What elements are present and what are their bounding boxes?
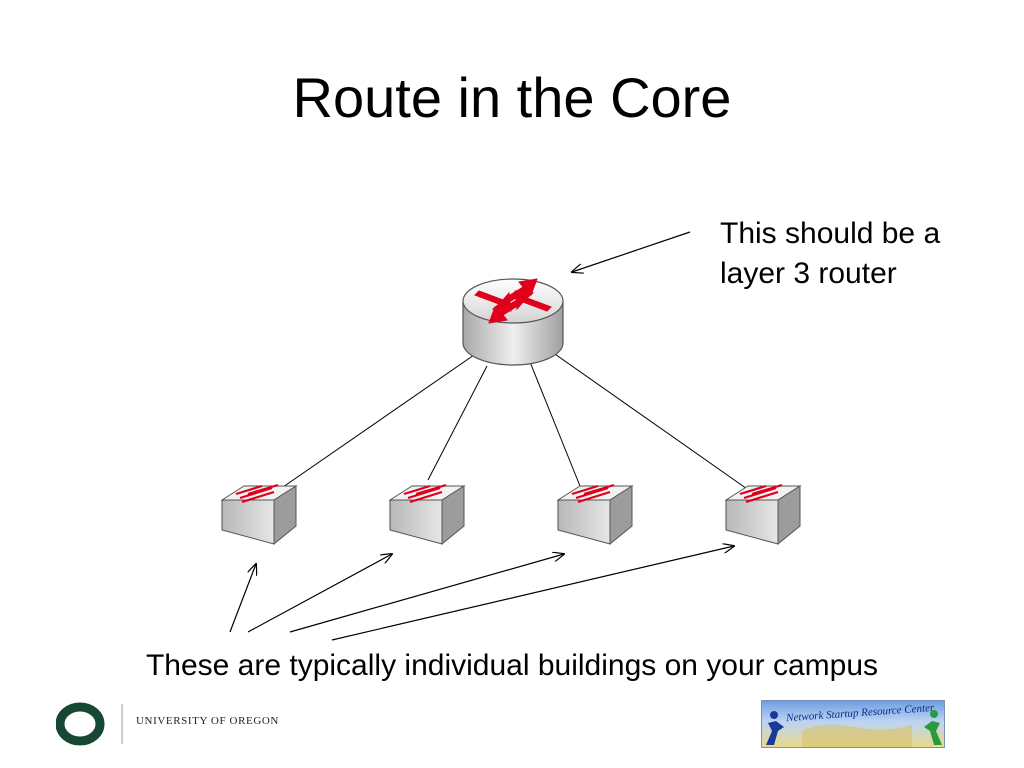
link-switch-4	[551, 351, 751, 492]
slide-title: Route in the Core	[292, 66, 732, 129]
links	[269, 351, 751, 497]
switch-2	[388, 483, 466, 546]
switch-1	[220, 483, 298, 546]
buildings-caption: These are typically individual buildings…	[145, 649, 879, 682]
caption-arrow-4	[331, 546, 734, 641]
nsrc-logo: Network Startup Resource Center	[761, 700, 945, 748]
switch-arrows-icon	[235, 483, 279, 504]
uo-logo	[56, 702, 123, 746]
link-switch-1	[269, 354, 475, 497]
router-callout: This should be a layer 3 router	[720, 217, 941, 290]
callout-arrow	[572, 231, 691, 272]
uo-o-icon	[56, 702, 105, 746]
switch-4	[724, 483, 802, 546]
core-router	[462, 278, 564, 366]
caption-arrow-3	[289, 554, 564, 633]
switch-arrows-icon	[571, 483, 615, 504]
link-switch-3	[529, 361, 581, 487]
caption-arrow-2	[247, 554, 392, 633]
caption-arrows	[229, 546, 734, 641]
caption-arrow-1	[229, 564, 256, 633]
link-switch-2	[427, 365, 488, 481]
nsrc-figures-icon	[766, 710, 942, 747]
switch-arrows-icon	[403, 483, 447, 504]
switch-arrows-icon	[739, 483, 783, 504]
router-arrows-icon	[474, 278, 552, 324]
switch-3	[556, 483, 634, 546]
uo-wordmark: UNIVERSITY OF OREGON	[136, 715, 279, 727]
